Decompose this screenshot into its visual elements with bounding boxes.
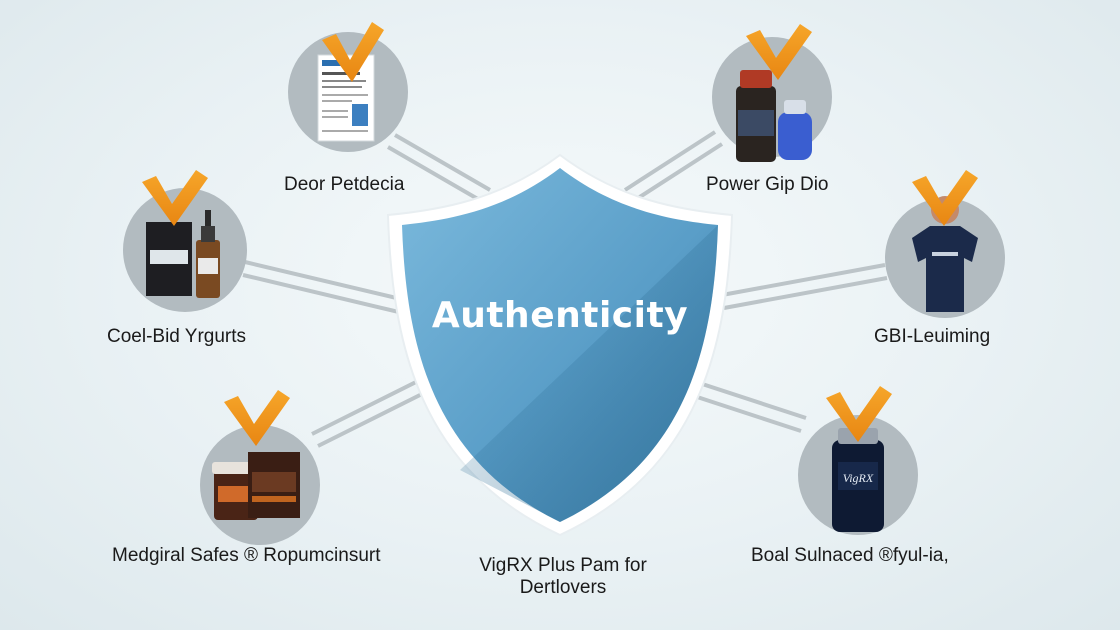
bottom-caption: VigRX Plus Pam for Dertlovers <box>433 555 693 599</box>
supplement-jar-box-icon <box>212 452 300 520</box>
node-bottom-left <box>200 425 320 545</box>
vigrx-bottle-icon: VigRX <box>832 428 884 532</box>
check-icons <box>142 22 978 446</box>
check-icon <box>912 170 978 226</box>
check-icon <box>224 390 290 446</box>
connector-lines <box>242 130 888 448</box>
node-label-top-right: Power Gip Dio <box>706 174 829 195</box>
check-icon <box>826 386 892 442</box>
check-icon <box>322 22 384 82</box>
node-top-right <box>712 37 832 162</box>
check-icon <box>746 24 812 80</box>
supplement-box-bottle-icon <box>146 210 220 298</box>
shield-title: Authenticity <box>431 295 689 336</box>
node-label-bottom-left: Medgiral Safes ® Ropumcinsurt <box>112 545 381 566</box>
node-label-bottom-right: Boal Sulnaced ®fyul-ia, <box>751 545 949 566</box>
svg-text:VigRX: VigRX <box>843 471 874 485</box>
shield-icon <box>386 153 734 537</box>
node-label-mid-right: GBI-Leuiming <box>874 326 991 347</box>
bottom-caption-line2: Dertlovers <box>519 576 607 598</box>
node-label-top-left: Deor Petdecia <box>284 174 405 195</box>
check-icon <box>142 170 208 226</box>
node-bottom-right: VigRX <box>798 415 918 535</box>
supplement-bottles-icon <box>736 70 812 162</box>
node-mid-left <box>123 188 247 312</box>
node-label-mid-left: Coel-Bid Yrɡurts <box>107 326 247 347</box>
bottom-caption-line1: VigRX Plus Pam for <box>479 555 647 576</box>
node-top-left <box>288 32 408 152</box>
